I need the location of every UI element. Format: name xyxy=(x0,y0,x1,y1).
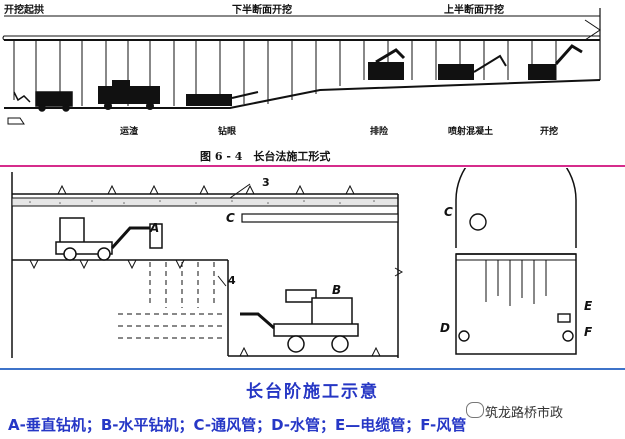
step-blasting: 排险 xyxy=(370,127,389,137)
label-3: 3 xyxy=(262,176,270,189)
excavator-icon xyxy=(13,91,73,112)
label-B: B xyxy=(332,283,341,297)
divider-blue xyxy=(0,368,625,370)
step-excavate: 开挖 xyxy=(540,127,559,137)
section-label-D: D xyxy=(440,321,450,335)
label-C: C xyxy=(226,211,235,225)
label-4: 4 xyxy=(228,274,236,287)
top-tunnel-diagram xyxy=(2,8,601,125)
section-label-C: C xyxy=(444,205,453,219)
horizontal-drill-icon xyxy=(240,289,359,353)
figure-caption: 图 6 - 4 长台法施工形式 xyxy=(200,150,331,163)
upper-excavator-icon xyxy=(368,48,406,80)
step-shotcrete: 喷射混凝土 xyxy=(448,127,494,137)
front-excavator-icon xyxy=(528,44,583,80)
label-lower-half: 下半断面开挖 xyxy=(232,5,292,16)
loader-icon xyxy=(98,80,160,110)
section-label-E: E xyxy=(584,299,593,313)
label-upper-half: 上半断面开挖 xyxy=(444,5,504,16)
step-drilling: 钻眼 xyxy=(218,127,237,137)
shotcrete-machine-icon xyxy=(438,54,507,80)
watermark: 筑龙路桥市政 xyxy=(485,406,564,421)
label-excavate-start: 开挖起拱 xyxy=(4,5,44,16)
diagram-title: 长台阶施工示意 xyxy=(246,382,379,402)
bench-diagram: 3 C A 4 B C D E F xyxy=(11,168,593,358)
legend-text: A-垂直钻机；B-水平钻机；C-通风管；D-水管；E—电缆管；F-风管 xyxy=(8,416,467,434)
label-A: A xyxy=(149,221,159,235)
drill-jumbo-icon xyxy=(186,91,259,106)
vertical-drill-icon xyxy=(55,217,163,261)
divider-pink xyxy=(0,165,625,167)
section-label-F: F xyxy=(584,325,593,339)
step-mucking: 运渣 xyxy=(120,127,139,137)
wechat-icon xyxy=(466,402,484,418)
